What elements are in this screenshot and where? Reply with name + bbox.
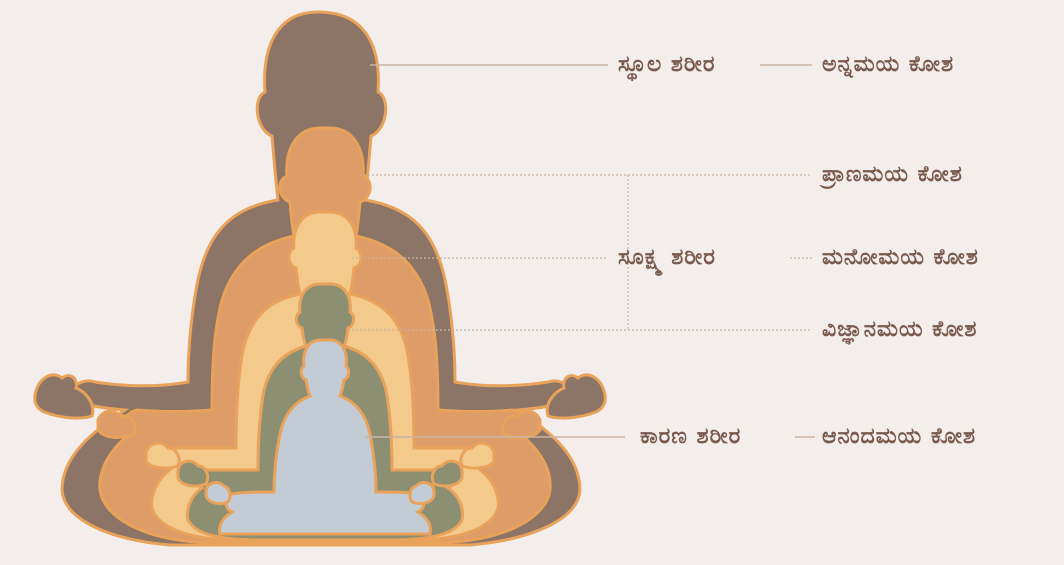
pranamaya-kosha-label: ಪ್ರಾಣಮಯ ಕೋಶ [822,162,963,188]
anandamaya-kosha-label: ಆನಂದಮಯ ಕೋಶ [822,424,976,450]
vijnanamaya-kosha-label: ವಿಜ್ಞಾನಮಯ ಕೋಶ [822,317,977,343]
sthula-sharira-label: ಸ್ಥೂಲ ಶರೀರ [618,52,716,78]
annamaya-kosha-label: ಅನ್ನಮಯ ಕೋಶ [822,52,954,78]
manomaya-kosha-label: ಮನೋಮಯ ಕೋಶ [822,245,979,271]
sukshma-sharira-label: ಸೂಕ್ಷ್ಮ ಶರೀರ [618,245,716,271]
karana-sharira-label: ಕಾರಣ ಶರೀರ [640,424,741,450]
